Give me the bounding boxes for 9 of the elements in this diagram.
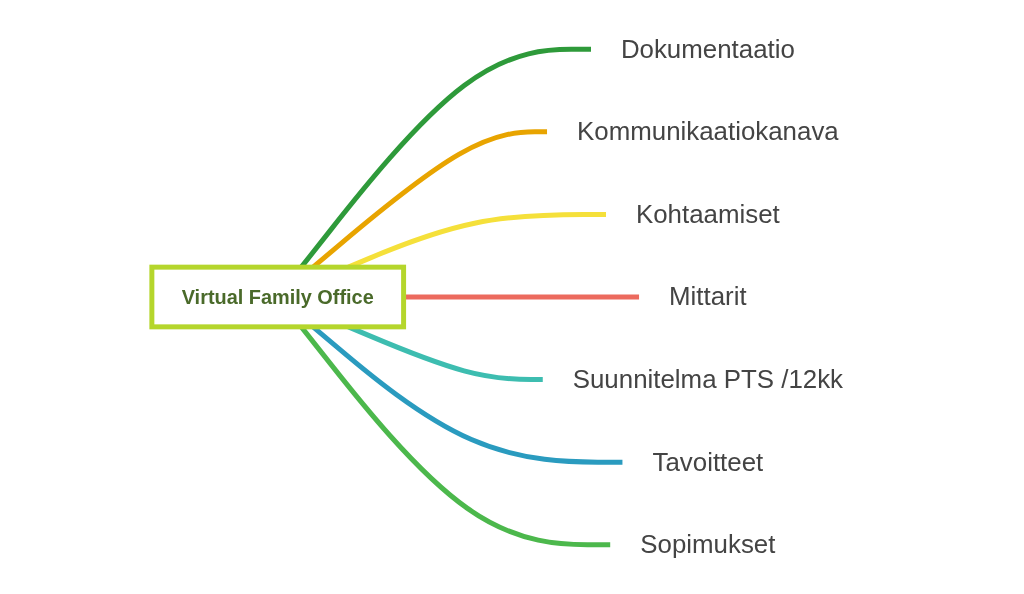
node-text: Kommunikaatiokanava xyxy=(576,116,839,147)
node-text: Dokumentaatio xyxy=(620,33,795,64)
node-text: Tavoitteet xyxy=(652,446,763,477)
node-text: Kohtaamiset xyxy=(635,199,780,229)
node-text: Mittarit xyxy=(668,281,747,312)
node-text: Suunnitelma PTS /12kk xyxy=(572,364,843,394)
node-text: Sopimukset xyxy=(639,529,776,560)
node-box: Virtual Family Office xyxy=(149,264,406,330)
connector xyxy=(403,294,639,300)
